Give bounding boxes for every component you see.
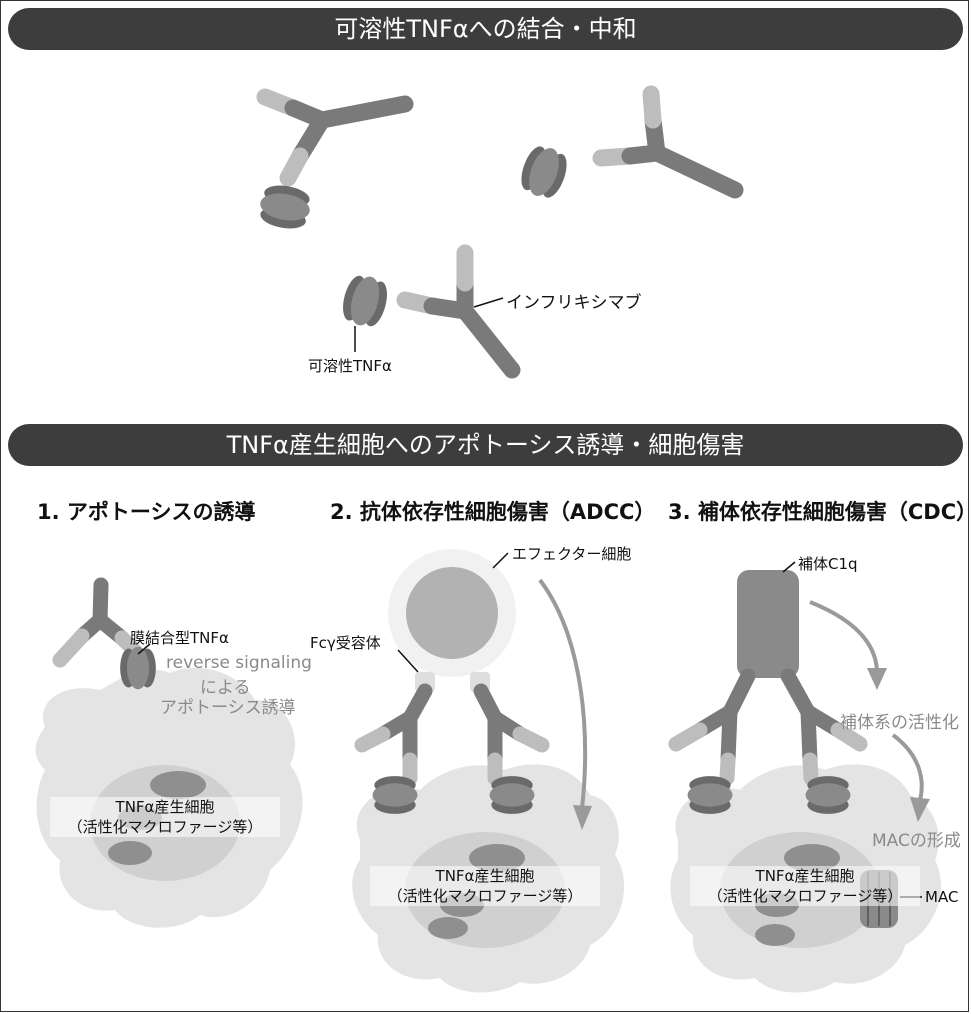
antibodies-panel2 [354, 683, 550, 786]
mac-formation-label: MACの形成 [872, 831, 961, 851]
tnf-trimer-1 [256, 181, 314, 233]
panel1-cell-label: TNFα産生細胞 （活性化マクロファージ等） [50, 797, 280, 837]
bottom-banner: TNFα産生細胞へのアポトーシス誘導・細胞傷害 [8, 424, 963, 466]
panel3-cell-line1: TNFα産生細胞 [755, 867, 855, 885]
mac-label: MAC [925, 888, 959, 906]
panel2-cell-line2: （活性化マクロファージ等） [387, 887, 583, 905]
top-banner: 可溶性TNFαへの結合・中和 [8, 8, 963, 50]
panel1-title: 1. アポトーシスの誘導 [37, 500, 256, 524]
antibody-1 [256, 88, 414, 187]
antibody-2 [592, 85, 744, 199]
complement-arrow-1 [809, 600, 879, 671]
membrane-tnf-label: 膜結合型TNFα [130, 629, 229, 647]
panel3-cell-line2: （活性化マクロファージ等） [707, 887, 903, 905]
antibodies-panel3 [668, 668, 868, 786]
fc-receptor-label: Fcγ受容体 [310, 634, 381, 652]
panel3-title: 3. 補体依存性細胞傷害（CDC） [668, 500, 971, 524]
activation-label: 補体系の活性化 [840, 713, 959, 733]
complement-label: 補体C1q [798, 555, 858, 573]
panel1-cell-line2: （活性化マクロファージ等） [67, 818, 263, 836]
panel1-cell-line1: TNFα産生細胞 [115, 798, 215, 816]
complement-arrow-2 [891, 733, 924, 801]
antibody-3 [396, 244, 521, 379]
tnf-trimer-3 [338, 271, 392, 331]
effector-cell-inner [406, 567, 498, 659]
infliximab-label: インフリキシマブ [506, 293, 642, 313]
reverse-signaling-line2: による [200, 678, 251, 698]
effector-label: エフェクター細胞 [512, 545, 632, 563]
reverse-signaling-line3: アポトーシス誘導 [160, 698, 296, 718]
adcc-arrow [538, 578, 588, 809]
complement-c1q [737, 570, 799, 678]
tnf-trimer-2 [515, 141, 573, 203]
tnf-panel3-left [687, 776, 733, 814]
panel2-cell-label: TNFα産生細胞 （活性化マクロファージ等） [370, 866, 600, 906]
antibody-panel1 [52, 577, 144, 668]
panel2-cell-line1: TNFα産生細胞 [435, 867, 535, 885]
panel3-cell-label: TNFα産生細胞 （活性化マクロファージ等） [690, 866, 920, 906]
tnf-panel3-right [805, 776, 851, 814]
tnf-panel2-right [489, 776, 535, 814]
tnf-panel2-left [372, 776, 418, 814]
soluble-tnf-label: 可溶性TNFα [308, 357, 392, 375]
panel2-title: 2. 抗体依存性細胞傷害（ADCC） [330, 500, 656, 524]
reverse-signaling-line1: reverse signaling [166, 653, 312, 673]
